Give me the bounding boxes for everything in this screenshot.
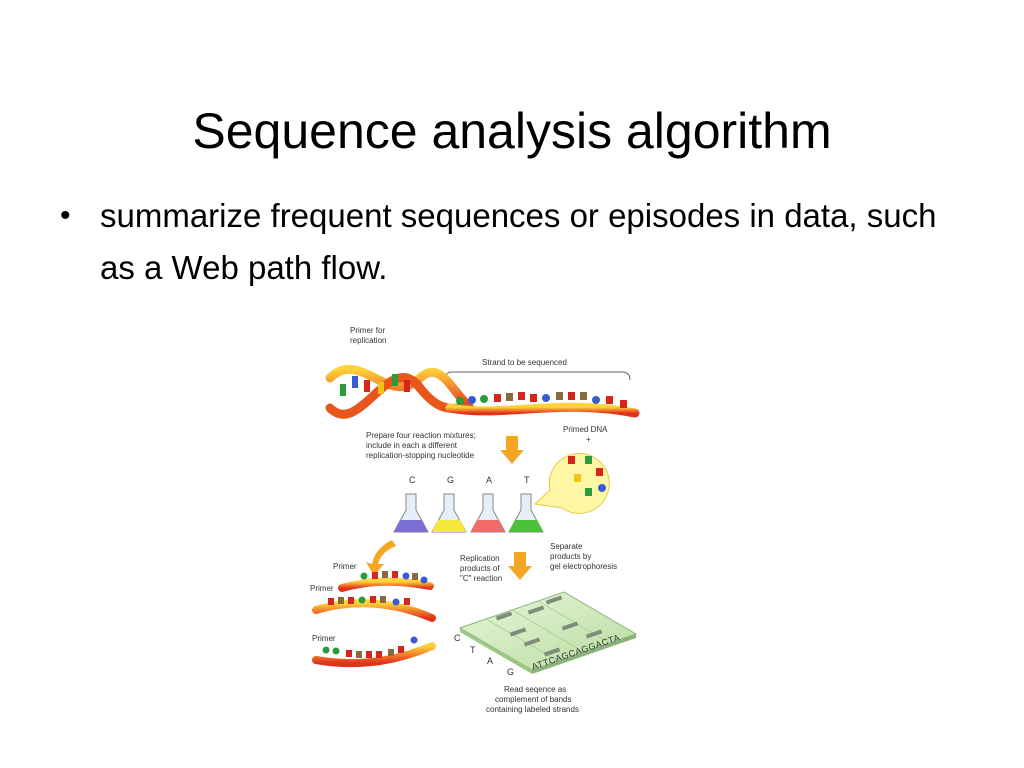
dna-helix: [330, 369, 635, 414]
plus-label: +: [586, 435, 591, 444]
tube-g-label: G: [447, 475, 454, 485]
replication-strand-2: [316, 603, 432, 618]
primer-label-1: Primer: [333, 562, 357, 571]
replication-line2: products of: [460, 564, 500, 573]
bullet-item: • summarize frequent sequences or episod…: [60, 190, 980, 294]
tube-t-label: T: [524, 475, 530, 485]
tube-a-label: A: [486, 475, 492, 485]
replication-line3: "C" reaction: [460, 574, 502, 583]
down-arrow-icon-2: [508, 552, 532, 580]
separate-line2: products by: [550, 552, 591, 561]
strand-bracket: [445, 372, 630, 380]
primer-label-line1: Primer for: [350, 326, 385, 335]
primer-label-3: Primer: [312, 634, 336, 643]
curved-arrow-icon: [366, 540, 396, 576]
prepare-line3: replication-stopping nucleotide: [366, 451, 475, 460]
bullet-icon: •: [60, 190, 71, 242]
primed-dna-label: Primed DNA: [563, 425, 608, 434]
strand-label: Strand to be sequenced: [482, 358, 567, 367]
flask-a: [471, 494, 505, 532]
separate-line3: gel electrophoresis: [550, 562, 617, 571]
dna-sequencing-figure: Primer for replication Strand to be sequ…: [300, 318, 645, 720]
bullet-text: summarize frequent sequences or episodes…: [100, 197, 936, 286]
flask-c: [394, 494, 428, 532]
slide-title: Sequence analysis algorithm: [0, 96, 1024, 166]
primer-label-line2: replication: [350, 336, 386, 345]
bullet-list: • summarize frequent sequences or episod…: [60, 190, 980, 294]
read-caption-line3: containing labeled strands: [486, 705, 579, 714]
primer-label-2: Primer: [310, 584, 334, 593]
separate-line1: Separate: [550, 542, 583, 551]
gel-g-label: G: [507, 667, 514, 677]
flask-g: [432, 494, 466, 532]
replication-strand-3: [316, 646, 432, 663]
prepare-line2: include in each a different: [366, 441, 458, 450]
prepare-line1: Prepare four reaction mixtures;: [366, 431, 476, 440]
gel-t-label: T: [470, 645, 476, 655]
down-arrow-icon: [500, 436, 524, 464]
replication-line1: Replication: [460, 554, 500, 563]
tube-c-label: C: [409, 475, 416, 485]
flask-t: [509, 494, 543, 532]
gel-c-label: C: [454, 633, 461, 643]
read-caption-line2: complement of bands: [495, 695, 572, 704]
gel-a-label: A: [487, 656, 493, 666]
read-caption-line1: Read seqence as: [504, 685, 566, 694]
dna-sequencing-diagram: Primer for replication Strand to be sequ…: [300, 318, 645, 720]
replication-strand-1: [342, 582, 430, 588]
